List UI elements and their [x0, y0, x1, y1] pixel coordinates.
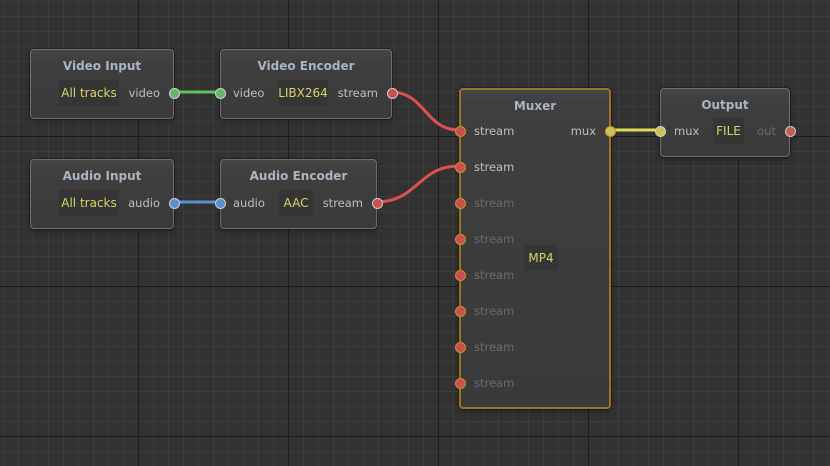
node-title: Output	[701, 98, 749, 112]
input-port-stream-3[interactable]	[454, 197, 466, 209]
node-title: Audio Input	[62, 169, 142, 183]
input-port-label: stream	[474, 376, 515, 390]
node-output[interactable]: Output mux FILE out	[654, 88, 796, 157]
node-title: Muxer	[513, 99, 557, 113]
param-destination[interactable]: FILE	[713, 118, 744, 144]
input-port-stream-6[interactable]	[454, 305, 466, 317]
input-port-label: stream	[474, 196, 515, 210]
output-port-audio[interactable]	[168, 197, 180, 209]
input-port-label: stream	[474, 268, 515, 282]
input-port-label: stream	[474, 124, 515, 138]
input-port-label: stream	[474, 304, 515, 318]
node-audio-encoder[interactable]: Audio Encoder audio AAC stream	[214, 159, 383, 229]
output-port-video[interactable]	[168, 87, 180, 99]
input-port-label: stream	[474, 340, 515, 354]
input-port-audio[interactable]	[214, 197, 226, 209]
param-tracks[interactable]: All tracks	[59, 80, 119, 106]
param-codec[interactable]: AAC	[279, 190, 313, 216]
node-title: Video Input	[62, 59, 142, 73]
output-port-stream[interactable]	[371, 197, 383, 209]
input-port-stream-5[interactable]	[454, 269, 466, 281]
output-port-stream[interactable]	[386, 87, 398, 99]
input-port-label: audio	[233, 196, 265, 210]
param-format[interactable]: MP4	[524, 245, 558, 271]
input-port-mux[interactable]	[654, 125, 666, 137]
output-port-label: stream	[337, 86, 378, 100]
node-title: Audio Encoder	[249, 169, 348, 183]
input-port-stream-1[interactable]	[454, 125, 466, 137]
input-port-label: stream	[474, 160, 515, 174]
input-port-label: mux	[674, 124, 700, 138]
input-port-video[interactable]	[214, 87, 226, 99]
output-port-label: out	[757, 124, 776, 138]
node-muxer[interactable]: Muxer stream stream stream stream stream…	[454, 88, 616, 409]
node-title: Video Encoder	[257, 59, 355, 73]
input-port-label: stream	[474, 232, 515, 246]
input-port-stream-4[interactable]	[454, 233, 466, 245]
output-port-label: video	[128, 86, 160, 100]
input-port-stream-7[interactable]	[454, 341, 466, 353]
node-video-encoder[interactable]: Video Encoder video LIBX264 stream	[214, 49, 398, 119]
output-port-mux[interactable]	[604, 125, 616, 137]
output-port-label: stream	[322, 196, 363, 210]
input-port-stream-8[interactable]	[454, 377, 466, 389]
input-port-stream-2[interactable]	[454, 161, 466, 173]
node-video-input[interactable]: Video Input All tracks video	[30, 49, 180, 119]
param-codec[interactable]: LIBX264	[278, 80, 328, 106]
output-port-label: mux	[570, 124, 596, 138]
input-port-label: video	[233, 86, 265, 100]
output-port-label: audio	[128, 196, 160, 210]
param-tracks[interactable]: All tracks	[59, 190, 119, 216]
node-audio-input[interactable]: Audio Input All tracks audio	[30, 159, 180, 229]
output-port-out[interactable]	[784, 125, 796, 137]
